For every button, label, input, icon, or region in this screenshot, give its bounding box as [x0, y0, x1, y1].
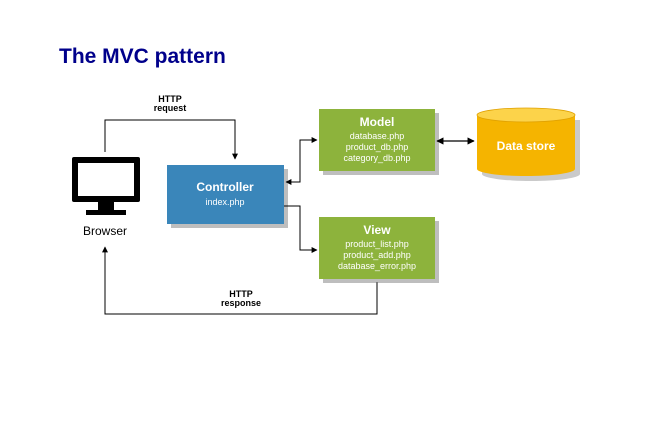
datastore-cylinder: [476, 107, 580, 181]
controller-box: [167, 165, 284, 224]
http-response-label-line2: response: [221, 298, 261, 308]
browser-label: Browser: [83, 224, 127, 238]
http-response-label-line1: HTTP: [229, 289, 253, 299]
model-file: category_db.php: [343, 153, 410, 163]
controller-file: index.php: [205, 197, 244, 207]
view-file: product_add.php: [343, 250, 411, 260]
page-title: The MVC pattern: [59, 45, 226, 68]
model-title: Model: [360, 115, 395, 129]
model-file: product_db.php: [346, 142, 409, 152]
http-request-label-line1: HTTP: [158, 94, 182, 104]
http-request-arrow: [104, 119, 238, 160]
model-box: [319, 109, 435, 171]
http-request-label-line2: request: [154, 103, 187, 113]
http-response-arrow: [102, 246, 378, 315]
datastore-label: Data store: [497, 139, 556, 153]
view-file: product_list.php: [345, 239, 409, 249]
controller-model-arrow: [285, 137, 318, 185]
model-file: database.php: [350, 131, 405, 141]
controller-view-arrow: [284, 205, 318, 253]
view-box: [319, 217, 435, 279]
browser-monitor-icon: [72, 157, 140, 215]
view-file: database_error.php: [338, 261, 416, 271]
view-title: View: [363, 223, 391, 237]
controller-title: Controller: [196, 180, 254, 194]
